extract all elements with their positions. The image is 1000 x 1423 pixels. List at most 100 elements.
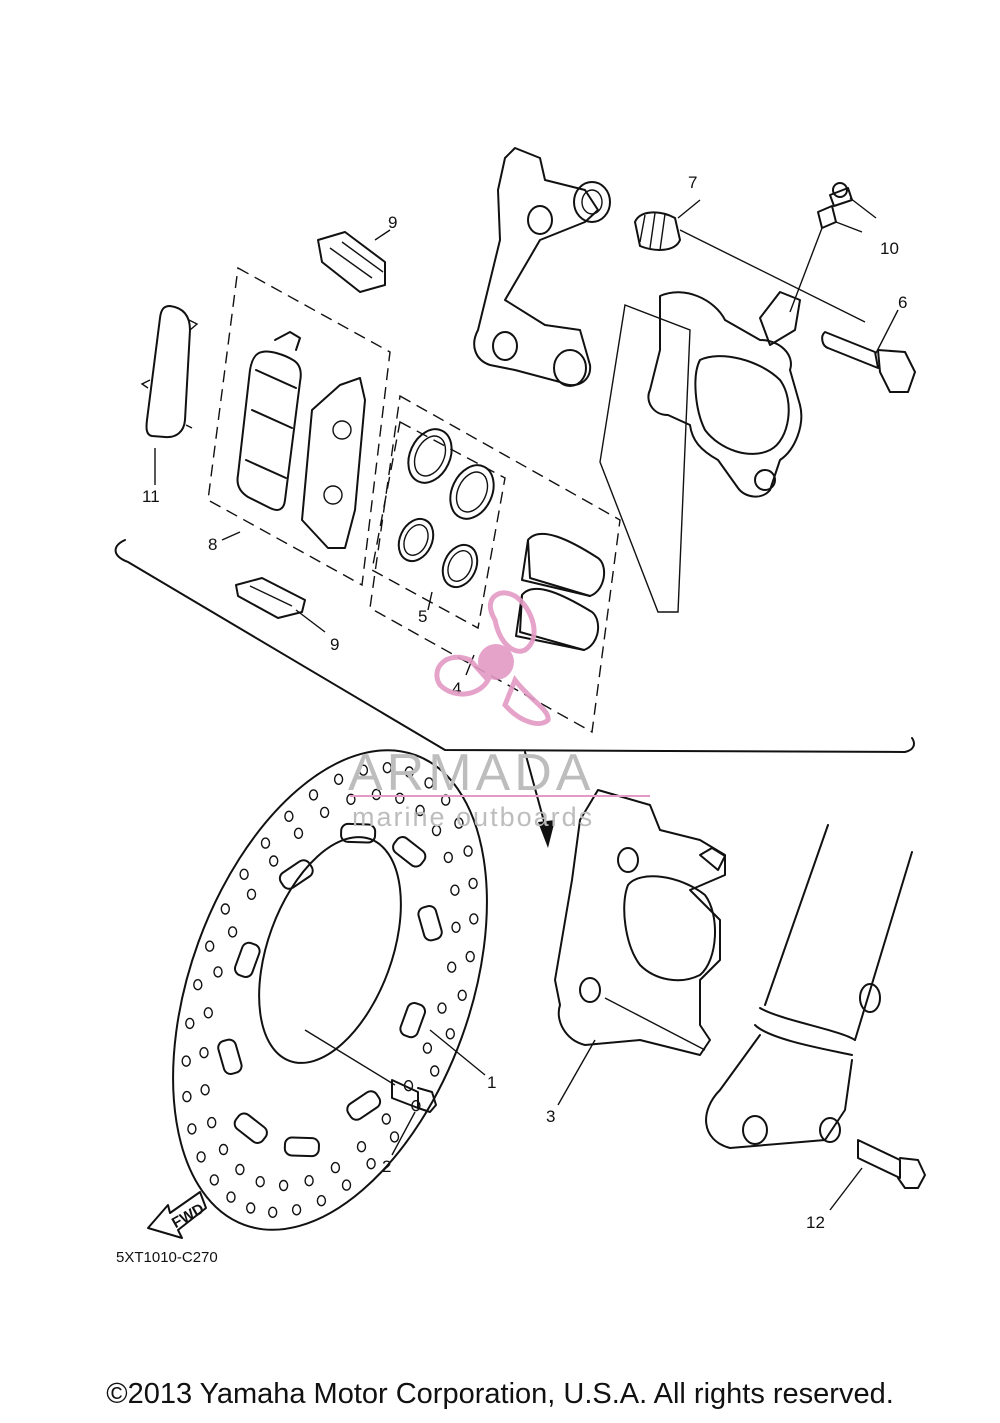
callout-8: 8 (208, 535, 217, 554)
brake-pad-kit-part-8 (207, 266, 391, 587)
disc-hole (245, 1202, 256, 1214)
callout-2: 2 (382, 1157, 391, 1176)
disc-hole (422, 1042, 433, 1054)
disc-hole (366, 1157, 376, 1170)
disc-hole (319, 806, 330, 819)
disc-hole (371, 788, 382, 801)
watermark-brand: ARMADA (348, 744, 594, 802)
disc-hole (465, 950, 475, 963)
fwd-label: FWD (169, 1200, 207, 1232)
disc-hole (308, 789, 319, 801)
disc-hole (415, 804, 425, 817)
caliper-assembly-part-3 (554, 789, 726, 1056)
callout-3: 3 (546, 1107, 555, 1126)
disc-hole (404, 766, 414, 778)
disc-hole (235, 1163, 245, 1176)
disc-slot (278, 859, 314, 890)
armada-watermark: ARMADA marine outboards (348, 590, 650, 832)
disc-hole (220, 903, 231, 915)
group-bracket (114, 539, 915, 848)
disc-bolt-part-2 (304, 1029, 437, 1113)
disc-slots (217, 822, 443, 1158)
disc-hole (381, 1113, 391, 1125)
disc-hole (463, 845, 473, 857)
callout-6: 6 (898, 293, 907, 312)
drawing-code: 5XT1010-C270 (116, 1249, 218, 1266)
disc-hole (424, 777, 434, 789)
disc-slot (346, 1090, 382, 1121)
boot-part-7 (634, 211, 866, 323)
disc-hole (246, 888, 257, 900)
disc-hole (203, 1007, 214, 1019)
callout-12: 12 (806, 1213, 825, 1232)
disc-hole (260, 837, 271, 849)
disc-slot (392, 836, 427, 868)
disc-hole (382, 762, 392, 774)
callout-5: 5 (418, 607, 427, 626)
disc-holes (181, 762, 479, 1219)
disc-hole (437, 1002, 447, 1014)
disc-hole (218, 1143, 229, 1156)
disc-hole (227, 926, 238, 938)
pad-spring-part-9-top (317, 231, 386, 293)
caliper-piston-part-4 (369, 394, 621, 734)
disc-hole (443, 851, 453, 864)
disc-hole (278, 1179, 289, 1192)
bleed-screw-part-10 (789, 182, 877, 313)
disc-hole (395, 792, 405, 804)
disc-hole (457, 989, 467, 1001)
brake-disc-part-1 (172, 749, 488, 1231)
disc-hole (445, 1028, 455, 1040)
disc-slot (234, 941, 261, 978)
pad-spring-part-9-bottom (235, 577, 306, 619)
disc-slot (283, 1136, 320, 1158)
disc-hole (213, 966, 223, 978)
disc-hole (200, 1084, 210, 1096)
disc-slot (417, 905, 443, 942)
disc-hole (447, 961, 457, 973)
disc-hole (226, 1191, 236, 1203)
disc-hole (185, 1017, 195, 1030)
disc-hole (196, 1151, 206, 1163)
disc-hole (182, 1090, 192, 1103)
disc-hole (199, 1046, 209, 1059)
callout-1: 1 (487, 1073, 496, 1092)
callout-10: 10 (880, 239, 899, 258)
disc-hole (239, 868, 249, 880)
disc-hole (451, 921, 461, 933)
disc-hole (330, 1161, 341, 1174)
leader-lines (154, 199, 899, 1211)
propeller-logo-icon (434, 590, 551, 726)
disc-slot (233, 1112, 268, 1144)
disc-hole (268, 1206, 278, 1219)
disc-hole (389, 1131, 400, 1143)
pin-bolt-part-6 (821, 331, 916, 393)
disc-hole (346, 793, 356, 805)
fwd-arrow: FWD (147, 1191, 207, 1239)
copyright-notice: ©2013 Yamaha Motor Corporation, U.S.A. A… (106, 1378, 894, 1410)
front-fork (705, 824, 913, 1149)
caliper-body-exploded (599, 291, 803, 613)
disc-hole (358, 764, 369, 776)
disc-hole (454, 817, 464, 829)
disc-hole (316, 1194, 327, 1207)
callout-9-bottom: 9 (330, 635, 339, 654)
watermark-tagline: marine outboards (352, 802, 594, 832)
disc-hole (333, 773, 344, 785)
disc-hole (255, 1175, 265, 1188)
disc-slot (217, 1038, 243, 1075)
disc-slot (399, 1002, 426, 1039)
callout-4: 4 (452, 679, 461, 698)
disc-hole (469, 913, 479, 925)
disc-hole (430, 1065, 440, 1077)
callout-labels: 1 2 3 4 5 6 7 8 9 9 10 11 12 (142, 173, 907, 1232)
disc-hole (431, 824, 442, 837)
disc-hole (181, 1055, 191, 1067)
disc-hole (356, 1140, 367, 1153)
disc-hole (468, 877, 478, 890)
disc-hole (206, 1116, 217, 1129)
caliper-bolt-part-12 (857, 1139, 926, 1189)
disc-hole (269, 855, 279, 867)
disc-hole (341, 1179, 352, 1191)
